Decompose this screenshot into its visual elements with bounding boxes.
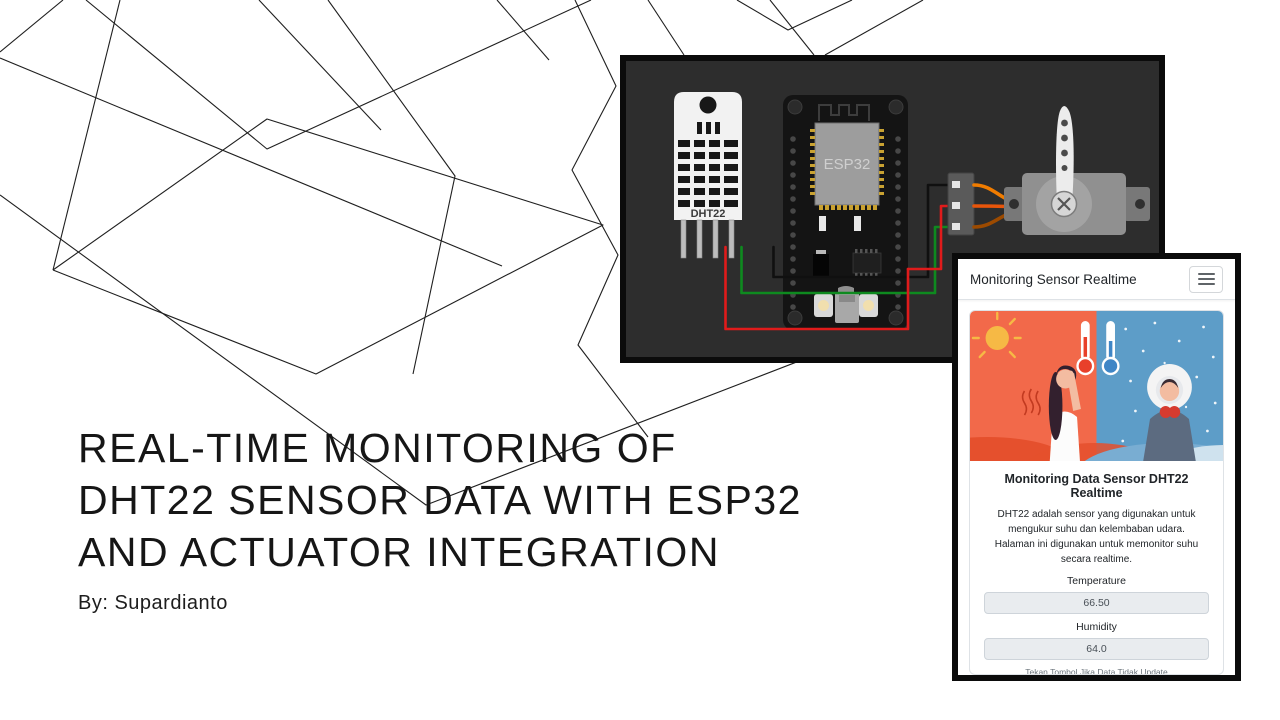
esp32-label: ESP32 — [824, 156, 871, 173]
servo-actuator — [1004, 106, 1150, 235]
humidity-input[interactable] — [984, 638, 1209, 660]
wire-green — [740, 225, 950, 295]
card-description: DHT22 adalah sensor yang digunakan untuk… — [994, 509, 1199, 565]
antenna-trace — [818, 104, 870, 121]
humidity-label: Humidity — [1076, 621, 1117, 633]
servo-connector — [947, 172, 975, 236]
author-byline: By: Supardianto — [78, 592, 228, 614]
slide-title-line-1: REAL-TIME MONITORING OF — [78, 425, 677, 471]
app-navbar-title: Monitoring Sensor Realtime — [970, 271, 1137, 287]
card-heading: Monitoring Data Sensor DHT22 Realtime — [1004, 472, 1189, 500]
hot-person — [1048, 365, 1081, 461]
temperature-input[interactable] — [984, 592, 1209, 614]
sensor-card: Monitoring Data Sensor DHT22 Realtime DH… — [969, 310, 1224, 675]
micro-usb-port — [835, 286, 859, 323]
title-block: REAL-TIME MONITORING OF DHT22 SENSOR DAT… — [78, 422, 938, 615]
app-mockup-window: Monitoring Sensor Realtime — [952, 253, 1241, 681]
thermometer-hot-icon — [1076, 321, 1095, 376]
boot-button — [814, 294, 833, 317]
wire-black — [772, 183, 950, 279]
slide-title-line-3: AND ACTUATOR INTEGRATION — [78, 529, 720, 575]
jumper-wires — [724, 183, 950, 331]
heat-squiggles — [1021, 388, 1041, 416]
wire-red-branch — [906, 204, 950, 271]
hot-cold-illustration — [970, 311, 1223, 461]
usb-uart-chip — [852, 249, 882, 277]
card-body: Monitoring Data Sensor DHT22 Realtime DH… — [970, 461, 1223, 675]
thermometer-cold-icon — [1101, 321, 1120, 376]
hamburger-icon — [1197, 273, 1215, 275]
dht22-sensor: DHT22 — [674, 92, 742, 259]
temperature-label: Temperature — [1067, 575, 1126, 587]
dht22-label: DHT22 — [691, 208, 726, 220]
esp32-board: ESP32 — [783, 95, 908, 330]
slide-title-line-2: DHT22 SENSOR DATA WITH ESP32 — [78, 477, 802, 523]
wire-red — [724, 245, 910, 331]
cold-person — [1143, 364, 1196, 461]
app-navbar: Monitoring Sensor Realtime — [958, 259, 1235, 300]
en-button — [859, 294, 878, 317]
snowflakes — [1121, 321, 1217, 443]
sun-icon — [971, 311, 1022, 359]
circuit-diagram-image: DHT22 — [620, 55, 1165, 363]
update-hint: Tekan Tombol Jika Data Tidak Update — [1025, 667, 1168, 675]
hamburger-menu-button[interactable] — [1189, 265, 1223, 293]
esp32-module — [814, 122, 880, 206]
voltage-regulator — [813, 254, 829, 276]
